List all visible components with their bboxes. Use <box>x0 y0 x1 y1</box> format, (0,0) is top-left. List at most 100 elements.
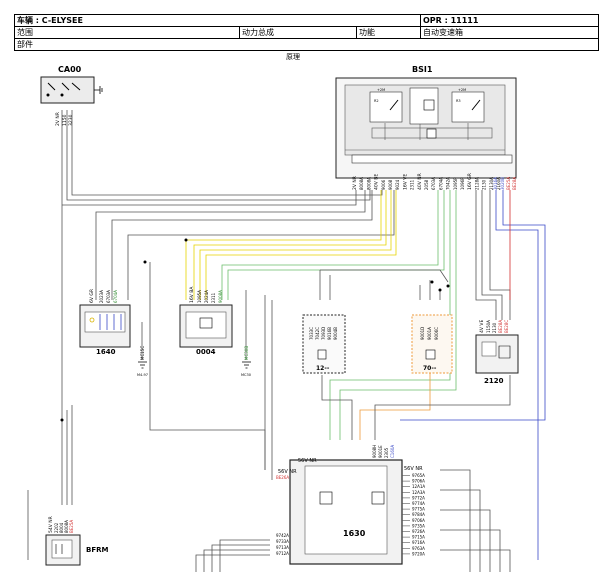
c1630-top-wire-0: 9008H <box>372 445 377 458</box>
c70-wire-2: 9006C <box>434 327 439 340</box>
bsi1-colored-wire-1: 3020B <box>500 177 505 190</box>
component-1630[interactable]: 1630 56V NR 9008H 9001E 2305 C160A 56V N… <box>276 445 425 565</box>
bsi1-internal-2: R2 <box>374 99 379 103</box>
bsi1-connector-5: 9008 <box>388 179 393 190</box>
c0004-wire-2: 2311 <box>211 292 216 303</box>
c1630-left-wire-1: 9733A <box>276 539 289 544</box>
c1630-right-wire-1: 9706A <box>412 479 425 484</box>
bsi1-connector-9: 40V NR <box>417 173 423 190</box>
c2120-wire-2: BE28A <box>498 320 503 333</box>
ground-mc30b-label: MC30 <box>241 373 251 377</box>
c0004-header: 16V BA <box>189 286 195 303</box>
ground-icon <box>138 361 147 369</box>
bsi1-colored-wire-0: 3016A <box>493 177 498 190</box>
c70-wire-0: 9001D <box>420 327 425 340</box>
ca00-wire-2: 3230 <box>68 114 74 126</box>
c1630-top-wire-2: 2305 <box>384 447 389 458</box>
c0004-wire-1: 2024A <box>204 290 209 303</box>
c0004-wire-3: 9008A <box>218 290 223 303</box>
bfrm-wire-3: BE25A <box>69 520 74 533</box>
part-label: 部件 <box>14 38 599 51</box>
c1630-right-wire-8: 9706A <box>412 518 425 523</box>
bsi1-connector-12: 6704A <box>438 177 443 190</box>
bsi1-connector-6: 9024 <box>395 179 400 190</box>
c12-wire-4: 9004B <box>333 327 338 340</box>
bfrm-wire-2: 8008A <box>64 520 69 533</box>
c1630-left-wire-0: 9742A <box>276 533 289 538</box>
c1630-left-wire-2: 9713A <box>276 545 289 550</box>
c1640-wire-2: 6704A <box>113 290 118 303</box>
bsi1-connector-14: 1095P <box>453 177 458 190</box>
bsi1-connector-19: 2130A <box>489 177 494 190</box>
ca00-wire-1: 1150 <box>62 114 68 126</box>
c1640-header: 6V GR <box>89 289 95 303</box>
c1630-right-wire-9: 9735A <box>412 523 425 528</box>
bfrm-wire-0: 2202 <box>54 522 59 533</box>
c1630-right-wire-5: 9774A <box>412 501 425 506</box>
component-0004[interactable]: 0004 16V BA 1095A 2024A 2311 9008A <box>179 286 233 356</box>
c1630-right-wire-12: 9716A <box>412 540 425 545</box>
bfrm-wire-1: 8004 <box>59 522 64 533</box>
c1630-top-wire-3: C160A <box>390 445 395 458</box>
component-2120[interactable]: 2120 4V VE 1150A 2130 BE28A BE28C <box>475 320 519 385</box>
bsi1-connector-10: 2058 <box>424 179 429 190</box>
c12-label: 12-- <box>316 365 330 372</box>
bsi1-connector-17: 2128A <box>474 177 479 190</box>
c1630-right-wire-4: 9772A <box>412 495 425 500</box>
bsi1-connector-20: 2160A <box>496 177 501 190</box>
c1630-top-wire-1: 9001E <box>378 445 383 458</box>
c1630-left-red: BE26A <box>276 475 289 480</box>
c1630-right-wire-13: 9763A <box>412 546 425 551</box>
c2120-header: 4V VE <box>479 320 485 333</box>
c1640-wire-0: 2023A <box>99 290 104 303</box>
c2120-wire-3: BE28C <box>504 320 509 333</box>
c2120-label: 2120 <box>484 377 504 385</box>
header-row-part: 部件 <box>14 38 599 51</box>
ground-mc15c[interactable]: MC15C M4-97 <box>137 346 148 377</box>
bsi1-connector-1: 8008A <box>359 177 364 190</box>
ground-mc15c-label: M4-97 <box>137 373 148 377</box>
component-12[interactable]: 12-- 7033C 7042C 7093D 9016B 9004B <box>302 314 346 374</box>
bsi1-connector-18: 2130 <box>482 179 487 190</box>
c1630-left-wire-3: 9712A <box>276 551 289 556</box>
c70-label: 70-- <box>423 365 437 372</box>
bsi1-connector-13: 7042A <box>446 177 451 190</box>
bsi1-connector-0: 2V NR <box>352 176 358 190</box>
wire-bundle <box>27 110 546 572</box>
c1630-right-wires: 9765A9706A12A1A12A3A9772A9774A9775A9784A… <box>402 473 425 556</box>
component-ca00[interactable]: CA00 2V NR 1150 3230 <box>40 65 103 126</box>
bsi1-internal-1: +2M <box>458 88 466 92</box>
c1630-right-wire-10: 9726A <box>412 529 425 534</box>
bsi1-connector-3: 40V BE <box>374 174 380 190</box>
bsi1-connector-4: 9006 <box>381 179 386 190</box>
c12-wire-1: 7042C <box>315 327 320 340</box>
c1630-right-wire-3: 12A3A <box>412 490 425 495</box>
ground-icon <box>242 361 251 369</box>
ground-mc30b[interactable]: MC30B MC30 <box>241 346 251 377</box>
bsi1-connector-8: 2311 <box>410 179 415 190</box>
component-bfrm[interactable]: BFRM 54V NR 2202 8004 8008A BE25A <box>45 516 109 566</box>
c1640-wire-1: 6703A <box>106 290 111 303</box>
bsi1-internal-3: R3 <box>456 99 461 103</box>
c1630-right-wire-7: 9784A <box>412 512 425 517</box>
bsi1-label: BSI1 <box>412 65 433 74</box>
header-table: 车辆 : C-ELYSEE OPR : 11111 范围 动力总成 功能 自动变… <box>14 14 599 51</box>
bfrm-label: BFRM <box>86 546 109 554</box>
bsi1-colored-wire-3: BE28A <box>512 177 517 190</box>
ca00-label: CA00 <box>58 65 82 74</box>
component-1640[interactable]: 1640 6V GR 2023A 6703A 6704A <box>79 289 131 356</box>
c1630-left-header: 56V NR <box>278 469 297 475</box>
principle-label: 原理 <box>286 53 300 61</box>
bsi1-internal-0: +2M <box>377 88 385 92</box>
c1630-right-wire-14: 9720A <box>412 551 425 556</box>
c1630-right-wire-2: 12A1A <box>412 484 425 489</box>
c12-wire-3: 9016B <box>327 327 332 340</box>
c12-wire-2: 7093D <box>321 327 326 340</box>
wire-junctions <box>60 238 450 422</box>
ground-mc30b-code: MC30B <box>244 346 249 360</box>
component-70[interactable]: 70-- 9001D 9001A 9006C <box>411 314 453 374</box>
c2120-wire-0: 1150A <box>486 320 491 333</box>
